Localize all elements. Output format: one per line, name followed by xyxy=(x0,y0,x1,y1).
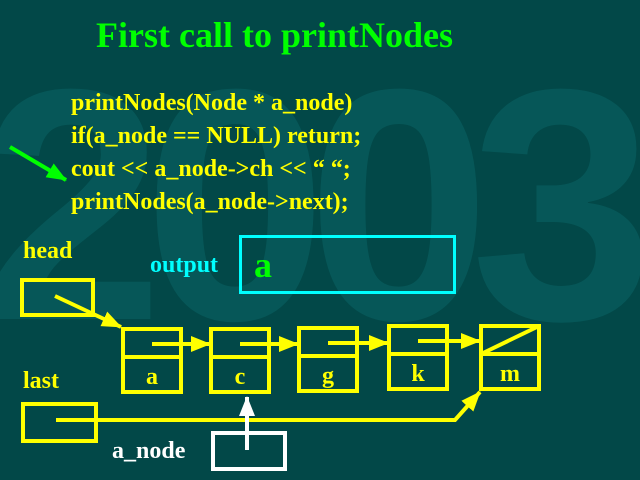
current-line-arrow xyxy=(8,145,68,182)
node-box xyxy=(479,324,541,391)
last-pointer-box xyxy=(21,402,98,443)
node-box xyxy=(387,324,449,391)
list-node: a xyxy=(121,327,211,394)
head-arrow xyxy=(54,294,122,329)
code-block: printNodes(Node * a_node) if(a_node == N… xyxy=(71,87,361,219)
a-node-label: a_node xyxy=(112,438,186,464)
node-value: k xyxy=(411,361,425,387)
node-box xyxy=(209,327,271,394)
node-value: m xyxy=(500,361,520,387)
code-line: if(a_node == NULL) return; xyxy=(71,123,362,149)
node-box xyxy=(121,327,183,394)
list-node: k xyxy=(387,324,481,391)
code-line: printNodes(a_node->next); xyxy=(71,189,349,215)
code-line: printNodes(Node * a_node) xyxy=(71,90,353,116)
code-line-current: cout << a_node->ch << “ “; xyxy=(71,156,351,182)
null-pointer-slash xyxy=(480,324,540,356)
head-pointer-box xyxy=(20,278,95,317)
output-label: output xyxy=(150,252,219,278)
output-value: a xyxy=(254,245,272,285)
list-node: g xyxy=(297,326,389,393)
node-value: g xyxy=(322,363,334,389)
node-box xyxy=(297,326,359,393)
list-node: c xyxy=(209,327,299,394)
node-value: a xyxy=(146,364,158,390)
last-arrow xyxy=(56,390,482,422)
slide-title: First call to printNodes xyxy=(96,15,453,55)
list-node: m xyxy=(479,324,541,391)
output-box: a xyxy=(239,235,456,294)
last-label: last xyxy=(23,368,59,394)
node-value: c xyxy=(235,364,246,390)
head-label: head xyxy=(23,238,73,264)
